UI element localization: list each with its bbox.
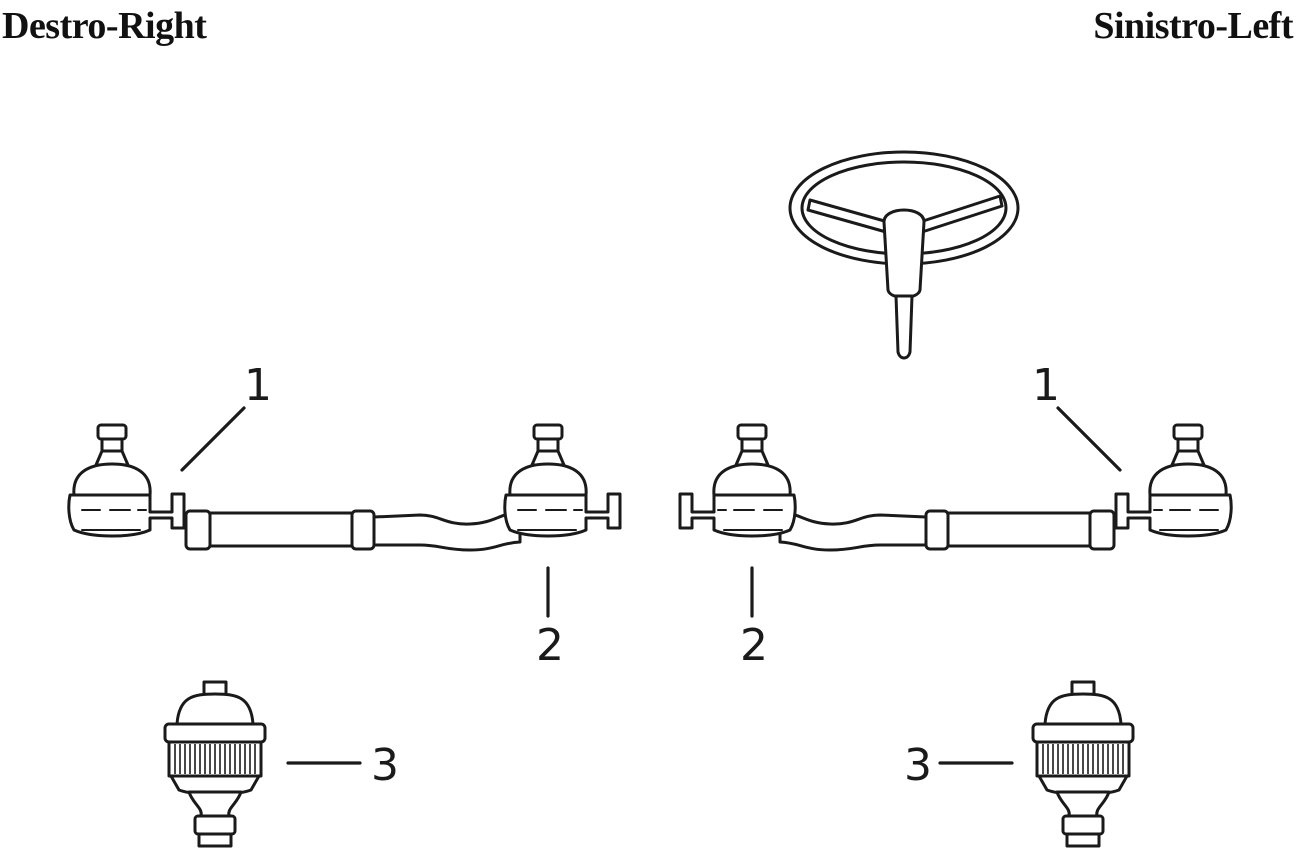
callout-leader-1-left bbox=[1056, 406, 1122, 472]
callout-number-1-left: 1 bbox=[1032, 360, 1060, 411]
heading-left-hand-drive: Sinistro-Left bbox=[1093, 5, 1293, 47]
callout-leader-1-right bbox=[180, 406, 246, 472]
steering-wheel bbox=[788, 150, 1020, 360]
callout-number-2-right: 2 bbox=[536, 620, 564, 671]
heading-right-hand-drive: Destro-Right bbox=[2, 5, 207, 47]
callout-number-3-right: 3 bbox=[371, 740, 399, 791]
callout-number-1-right: 1 bbox=[244, 360, 272, 411]
ball-joint-left bbox=[1031, 680, 1135, 848]
callout-number-3-left: 3 bbox=[904, 740, 932, 791]
tie-rod-assembly-left bbox=[680, 425, 1231, 550]
tie-rod-assembly-right bbox=[69, 425, 620, 550]
ball-joint-right bbox=[163, 680, 267, 848]
callout-number-2-left: 2 bbox=[740, 620, 768, 671]
